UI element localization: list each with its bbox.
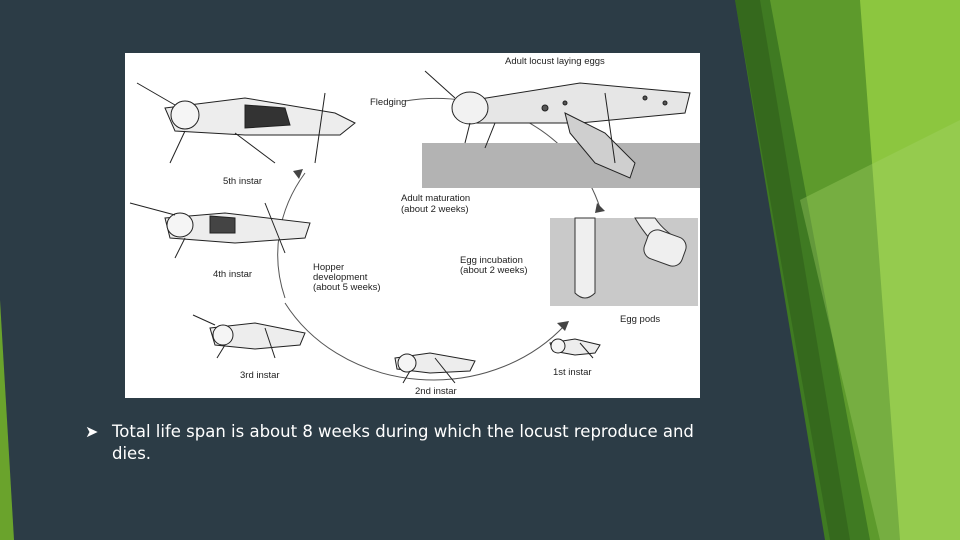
egg-pods-illustration [574, 217, 687, 299]
label-adult-maturation-1: Adult maturation [401, 193, 470, 204]
adult-locust-illustration [424, 70, 691, 179]
bullet-item: ➤ Total life span is about 8 weeks durin… [85, 421, 735, 465]
label-egg-incubation-2: (about 2 weeks) [460, 265, 528, 276]
label-egg-incubation-1: Egg incubation [460, 255, 523, 266]
ground-shading [422, 143, 700, 188]
life-cycle-diagram: Adult locust laying eggs Fledging 5th in… [129, 56, 700, 397]
label-adult: Adult locust laying eggs [505, 56, 605, 67]
right-translucent-panel [800, 120, 960, 540]
right-light-green-panel [860, 0, 960, 540]
cycle-arrow-2 [595, 203, 605, 213]
locust-life-cycle-figure: Adult locust laying eggs Fledging 5th in… [125, 53, 700, 398]
label-first-instar: 1st instar [553, 367, 592, 378]
arrow-bullet-icon: ➤ [85, 422, 99, 441]
label-hopper-2: development [313, 272, 368, 283]
cycle-arrow-3 [557, 321, 569, 331]
first-instar-illustration [549, 338, 601, 359]
label-egg-pods: Egg pods [620, 314, 660, 325]
label-adult-maturation-2: (about 2 weeks) [401, 204, 469, 215]
label-third-instar: 3rd instar [240, 370, 280, 381]
cycle-arrow-1 [293, 169, 303, 179]
label-fifth-instar: 5th instar [223, 176, 262, 187]
bullet-list: ➤ Total life span is about 8 weeks durin… [85, 421, 735, 465]
label-hopper-3: (about 5 weeks) [313, 282, 381, 293]
second-instar-illustration [394, 352, 476, 384]
label-second-instar: 2nd instar [415, 386, 457, 397]
third-instar-illustration [192, 314, 306, 359]
fourth-instar-illustration [129, 202, 311, 259]
bullet-text: Total life span is about 8 weeks during … [112, 422, 694, 463]
left-green-stripe [0, 300, 14, 540]
fifth-instar-illustration [136, 82, 356, 164]
right-thin-wedge [735, 0, 850, 540]
label-hopper-1: Hopper [313, 262, 344, 273]
label-fourth-instar: 4th instar [213, 269, 252, 280]
label-fledging: Fledging [370, 97, 406, 108]
